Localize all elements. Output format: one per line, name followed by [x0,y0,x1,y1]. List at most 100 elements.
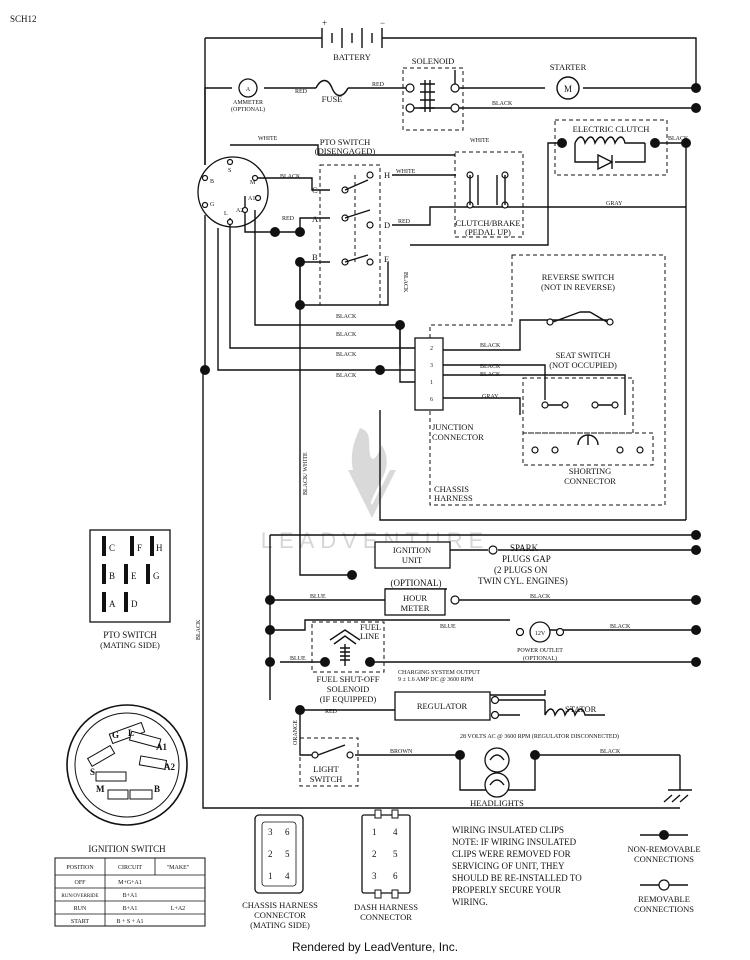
wire-label: BLACK [492,101,513,107]
fuel-solenoid-line3: (IF EQUIPPED) [320,694,377,704]
chassis-conn-line3: (MATING SIDE) [250,920,310,930]
legend-rem-2: CONNECTIONS [634,904,694,914]
wire-label: BLACK [336,352,357,358]
light-switch: LIGHT SWITCH [299,737,359,787]
wiring [202,37,697,809]
chassis-pin: 1 [268,871,273,881]
chassis-pin: 3 [268,827,273,837]
note-line: PROPERLY SECURE YOUR [452,885,561,895]
chassis-pin: 2 [268,849,273,859]
chassis-harness-area: REVERSE SWITCH (NOT IN REVERSE) SEAT SWI… [429,254,666,506]
dash-pin: 2 [372,849,377,859]
junction-label-1: JUNCTION [432,422,474,432]
starter-label: STARTER [550,62,587,72]
reverse-switch-label: REVERSE SWITCH [542,272,615,282]
seat-switch-label: SEAT SWITCH [556,350,611,360]
chassis-conn-line2: CONNECTOR [254,910,306,920]
pto-terminal-e: E [384,254,389,264]
wire-label: BLACK [402,272,408,293]
legend-nonrem-2: CONNECTIONS [634,854,694,864]
pto-terminal-h: H [384,170,390,180]
ign-face-l: L [128,728,134,738]
dash-pin: 4 [393,827,398,837]
wiring-note: WIRING INSULATED CLIPS NOTE: IF WIRING I… [452,825,582,907]
clutch-brake-switch: CLUTCH/BRAKE (PEDAL UP) [454,151,524,238]
junction-pin-2: 2 [430,346,433,352]
table-cell: B + S + A1 [116,919,143,925]
fuel-solenoid-line1: FUEL SHUT-OFF [317,674,380,684]
pto-cell-b: B [109,571,115,581]
wire-label: RED [295,89,308,95]
battery-symbol: + − BATTERY [321,18,385,62]
ign-face-m: M [96,784,105,794]
wire-label: GRAY [606,201,623,207]
fuel-solenoid-line2: SOLENOID [327,684,370,694]
ignition-unit: IGNITION UNIT SPARK PLUGS GAP (2 PLUGS O… [374,541,568,586]
dash-pin: 3 [372,871,377,881]
electric-clutch-label: ELECTRIC CLUTCH [573,124,650,134]
pto-cell-a: A [109,599,116,609]
wire-label: BLACK [600,749,621,755]
ign-terminal-m: M [250,180,256,186]
dash-pin: 1 [372,827,377,837]
ammeter: A AMMETER (OPTIONAL) [231,78,265,113]
junction-label-2: CONNECTOR [432,432,484,442]
fuse: FUSE [315,79,349,104]
ign-terminal-l: L [224,211,228,217]
pto-terminal-d: D [384,220,390,230]
pto-terminal-c: C [312,185,318,195]
clutch-brake-sub: (PEDAL UP) [465,227,511,237]
legend-nonrem-1: NON-REMOVABLE [627,844,700,854]
pto-switch-sub: (DISENGAGED) [315,146,376,156]
pto-switch-schematic: PTO SWITCH (DISENGAGED) C H A D B E [312,137,390,306]
ign-terminal-b: B [210,179,214,185]
pto-switch-label: PTO SWITCH [320,137,371,147]
ignition-unit-line1: IGNITION [393,545,431,555]
wire-label: BLACK [336,314,357,320]
chassis-pin: 4 [285,871,290,881]
spark-line2: PLUGS GAP [502,554,551,564]
chassis-harness-connector: 3 6 2 5 1 4 CHASSIS HARNESS CONNECTOR (M… [242,814,318,930]
table-header: "MAKE" [167,865,190,871]
hour-meter: (OPTIONAL) HOUR METER [384,578,460,616]
note-line: CLIPS WERE REMOVED FOR [452,849,571,859]
ignition-switch-schematic: S M B A1 G L A2 [197,156,269,228]
ammeter-symbol: A [246,87,251,93]
power-outlet: 12V POWER OUTLET (OPTIONAL) [515,621,565,662]
ignition-table: POSITION CIRCUIT "MAKE" OFF M+G+A1 RUN/O… [54,857,206,927]
table-cell: B+A1 [123,906,138,912]
fuse-label: FUSE [322,94,343,104]
note-line: SERVICING OF UNIT, THEY [452,861,565,871]
pto-cell-f: F [137,543,142,553]
chassis-pin: 6 [285,827,290,837]
wire-label: WHITE [470,138,490,144]
ignition-unit-line2: UNIT [402,555,423,565]
sheet-id: SCH12 [10,14,37,24]
wire-labels: RED RED BLACK BLACK WHITE WHITE BLACK WH… [196,82,689,755]
pto-cell-h: H [156,543,163,553]
wire-label: BLACK [336,373,357,379]
regulator-label: REGULATOR [417,701,468,711]
junction-pin-6: 6 [430,397,433,403]
line-label: LINE [360,631,379,641]
ignition-switch-label: IGNITION SWITCH [88,844,166,854]
shorting-label-2: CONNECTOR [564,476,616,486]
table-header: POSITION [66,865,94,871]
hour-meter-optional: (OPTIONAL) [391,578,442,588]
table-cell: OFF [74,880,86,886]
spark-line1: SPARK [510,543,539,553]
ign-terminal-a2: A2 [236,208,243,214]
charging-line2: 9 ± 1.6 AMP DC @ 3600 RPM [398,677,474,683]
solenoid-label: SOLENOID [412,56,455,66]
wire-label: GRAY [482,394,499,400]
pto-switch-mating: C F H B E G A D PTO SWITCH (MATING SIDE) [89,529,171,650]
pto-terminal-b: B [312,252,318,262]
ac-note: 28 VOLTS AC @ 3600 RPM (REGULATOR DISCON… [460,733,619,740]
watermark-logo: LEADVENTURE [261,428,483,553]
junction-pin-3: 3 [430,363,433,369]
pto-cell-c: C [109,543,115,553]
hour-meter-line1: HOUR [403,593,427,603]
wire-label: WHITE [396,169,416,175]
wire-label: RED [325,709,338,715]
